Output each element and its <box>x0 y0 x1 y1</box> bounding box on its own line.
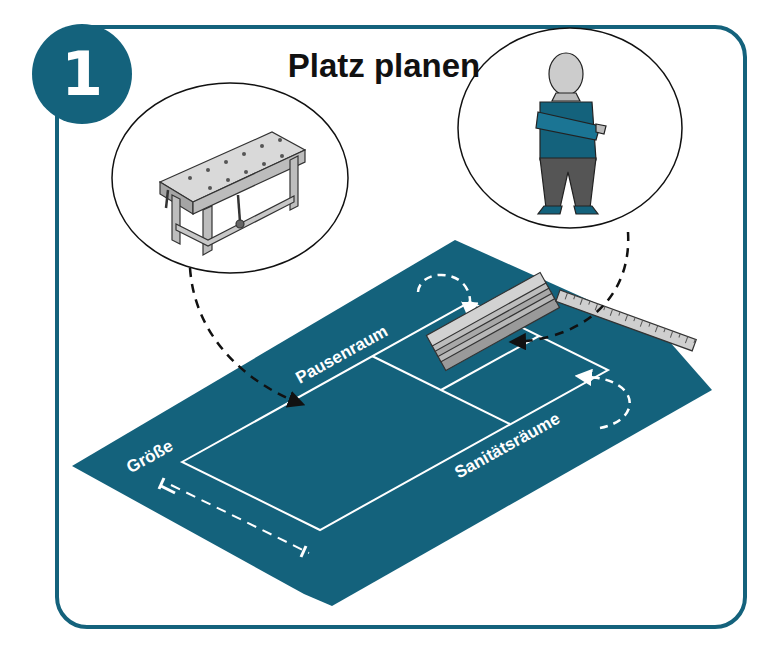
detail-oval <box>112 83 348 273</box>
plan-outline <box>182 302 608 530</box>
step-number-circle: 1 <box>32 24 132 124</box>
folding-ruler <box>426 272 696 370</box>
floor-sheet <box>72 240 712 606</box>
loop-arrow <box>418 275 470 316</box>
ruler-tick <box>664 328 665 332</box>
floor-plan <box>182 302 608 530</box>
loop-arrow <box>578 376 630 428</box>
detail-oval <box>458 28 682 228</box>
dimension-dash <box>171 485 309 553</box>
dashed-arrow <box>190 268 302 404</box>
ruler-tick <box>580 298 582 305</box>
dashed-arrow <box>512 232 628 342</box>
dimension-label: Größe <box>123 436 176 478</box>
ruler-tick <box>595 304 597 311</box>
ruler-tick <box>685 337 687 344</box>
ruler-tick <box>619 312 620 316</box>
ruler-tick <box>634 317 635 321</box>
ruler-tick <box>565 293 567 300</box>
title: Platz planen <box>288 47 481 85</box>
ruler-tick <box>574 295 575 299</box>
ruler-tick <box>655 326 657 333</box>
room-label: Pausenraum <box>293 322 392 389</box>
dimension-line <box>159 478 309 557</box>
ruler-tick <box>625 315 627 322</box>
step-number: 1 <box>61 44 103 104</box>
workbench <box>160 132 305 255</box>
ruler-tick <box>694 339 695 343</box>
room-label: Sanitätsräume <box>452 409 564 483</box>
dimension-tick <box>161 486 175 493</box>
person <box>536 53 606 214</box>
ruler-tick <box>670 331 672 338</box>
ruler-tick <box>649 323 650 327</box>
ruler-tick <box>589 301 590 305</box>
ruler-tick <box>679 334 680 338</box>
ruler-tick <box>604 306 605 310</box>
dimension-tick <box>301 546 306 557</box>
ruler-tick <box>610 309 612 316</box>
frame <box>57 27 745 627</box>
ruler-tick <box>640 320 642 327</box>
